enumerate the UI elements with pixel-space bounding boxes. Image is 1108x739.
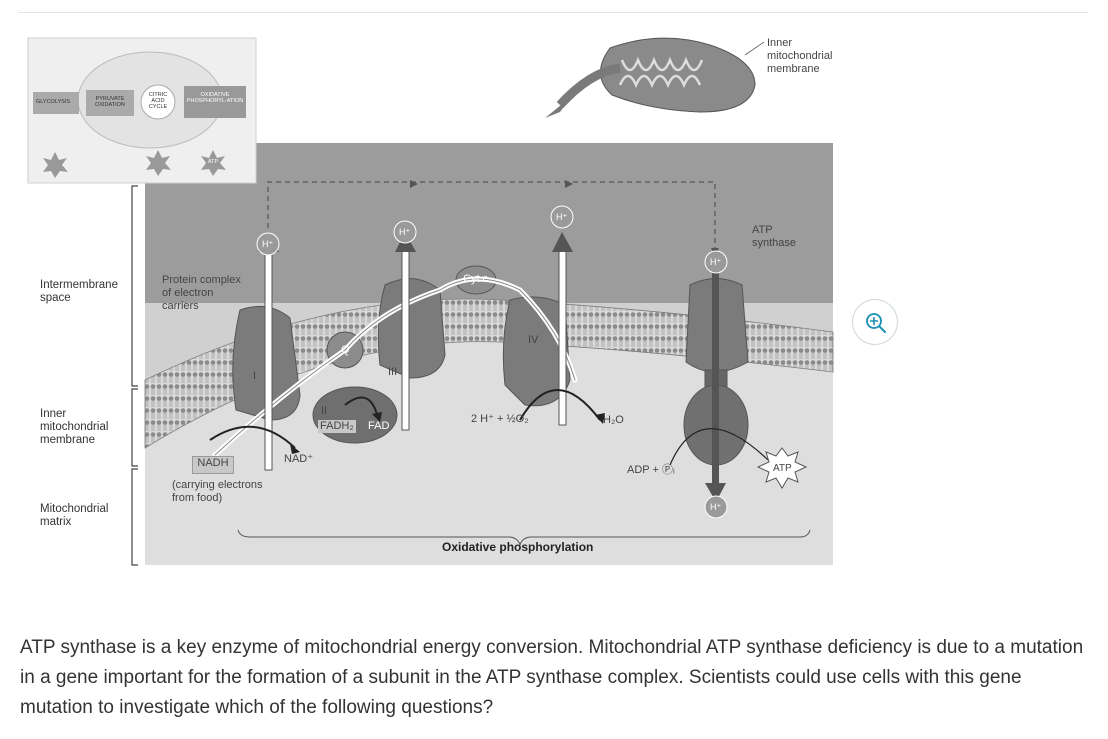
- complex-iv: [502, 296, 571, 407]
- top-divider: [18, 12, 1088, 13]
- nad-plus-label: NAD⁺: [284, 453, 314, 465]
- q-label: Q: [341, 344, 350, 356]
- fadh2-label: FADH₂: [318, 420, 356, 433]
- complex-ii-label: II: [321, 405, 328, 417]
- oxidative-phosphorylation-label: Oxidative phosphorylation: [442, 540, 594, 554]
- complex-iii-label: III: [388, 366, 398, 378]
- zoom-in-icon: [866, 313, 886, 333]
- inner-membrane-label: Inner mitochondrial membrane: [40, 408, 109, 446]
- mitochondrial-matrix-label: Mitochondrial matrix: [40, 503, 109, 528]
- h-plus-3: H⁺: [556, 212, 568, 222]
- complex-iv-label: IV: [528, 334, 539, 346]
- water-label: H₂O: [603, 414, 624, 426]
- inset-atp: ATP: [207, 159, 219, 165]
- h-plus-2: H⁺: [399, 227, 411, 237]
- atp-synthase-label: ATP synthase: [752, 224, 797, 249]
- electron-transport-chain-figure: GLYCOLYSIS PYRUVATE OXIDATION CITRIC ACI…: [27, 37, 834, 566]
- cyt-c-label: Cyt c: [463, 273, 489, 285]
- zoom-in-button[interactable]: [852, 299, 898, 345]
- h-plus-5: H⁺: [710, 502, 722, 512]
- inset-oxidative-phosphorylation: OXIDATIVE PHOSPHORYL-ATION: [186, 92, 244, 104]
- inset-citric-acid-cycle: CITRIC ACID CYCLE: [148, 92, 168, 110]
- h-plus-4: H⁺: [710, 257, 722, 267]
- protein-complex-label: Protein complex of electron carriers: [162, 274, 241, 312]
- inset-glycolysis: GLYCOLYSIS: [35, 99, 71, 105]
- oxygen-reaction-label: 2 H⁺ + ½O₂: [471, 413, 529, 425]
- adp-label: ADP + Ⓟᵢ: [627, 464, 675, 476]
- inset-pyruvate-oxidation: PYRUVATE OXIDATION: [95, 96, 125, 108]
- nadh-label: NADH: [192, 456, 234, 474]
- fad-label: FAD: [368, 420, 390, 432]
- intermembrane-space-label: Intermembrane space: [40, 279, 118, 304]
- h-plus-1: H⁺: [262, 239, 274, 249]
- carrying-electrons-label: (carrying electrons from food): [172, 479, 263, 504]
- inner-membrane-top-label: Inner mitochondrial membrane: [767, 37, 833, 75]
- question-text: ATP synthase is a key enzyme of mitochon…: [20, 637, 1084, 718]
- complex-i-label: I: [253, 370, 257, 382]
- figure-artwork: [27, 37, 834, 566]
- atp-label: ATP: [773, 463, 792, 474]
